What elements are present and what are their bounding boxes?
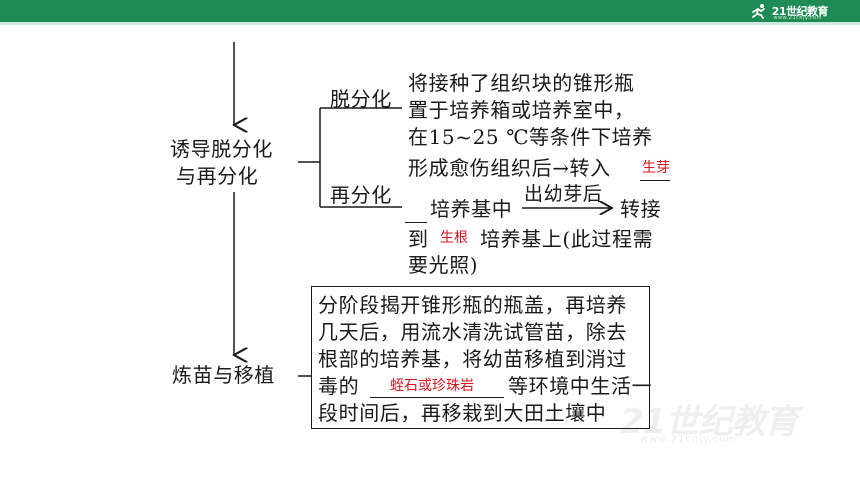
- answer-blank-3: [370, 397, 504, 398]
- rediff-line2-a: 培养基中: [430, 197, 513, 221]
- box-line4-a: 毒的: [318, 374, 360, 398]
- rediff-line4: 要光照): [408, 253, 479, 277]
- branch-dedifferentiation: 脱分化: [330, 87, 392, 111]
- hardening-box: [311, 286, 650, 429]
- rediff-line3-a: 到: [408, 227, 429, 251]
- branch-redifferentiation: 再分化: [330, 183, 392, 207]
- answer-root: 生根: [440, 230, 468, 246]
- top-banner-edge: [0, 22, 860, 25]
- brand-logo: 21世纪教育: [749, 2, 829, 20]
- node-induce-line1: 诱导脱分化: [170, 137, 273, 161]
- runner-icon: [751, 4, 765, 19]
- top-banner: [0, 0, 860, 22]
- box-line3: 根部的培养基，将幼苗移植到消过: [318, 347, 627, 371]
- answer-blank-1: [640, 180, 670, 181]
- rediff-line3-b: 培养基上(此过程需: [480, 227, 654, 251]
- answer-substrate: 蛭石或珍珠岩: [390, 378, 474, 394]
- answer-shoot: 生芽: [642, 160, 670, 176]
- rediff-line2-b: 转接: [620, 197, 662, 221]
- node-induce-line2: 与再分化: [176, 164, 259, 188]
- brand-text: 21世纪教育: [771, 5, 829, 18]
- brand-url: www.21cnjy.com: [773, 15, 822, 21]
- box-line4-b: 等环境中生活一: [508, 374, 653, 398]
- dediff-line3: 在15~25 ℃等条件下培养: [408, 125, 653, 149]
- arrow-label-sprout: 出幼芽后: [524, 183, 603, 205]
- dediff-line2: 置于培养箱或培养室中，: [408, 98, 635, 122]
- watermark-url: www.21cnjy.com: [640, 434, 738, 445]
- watermark: 21世纪教育: [620, 402, 798, 442]
- node-harden: 炼苗与移植: [172, 363, 275, 387]
- rediff-line1: 形成愈伤组织后→转入: [408, 156, 611, 180]
- dediff-line1: 将接种了组织块的锥形瓶: [408, 71, 635, 95]
- answer-blank-1-cont: [405, 222, 427, 223]
- box-line5: 段时间后，再移栽到大田土壤中: [318, 401, 607, 425]
- box-line1: 分阶段揭开锥形瓶的瓶盖，再培养: [318, 293, 627, 317]
- box-line2: 几天后，用流水清洗试管苗，除去: [318, 320, 627, 344]
